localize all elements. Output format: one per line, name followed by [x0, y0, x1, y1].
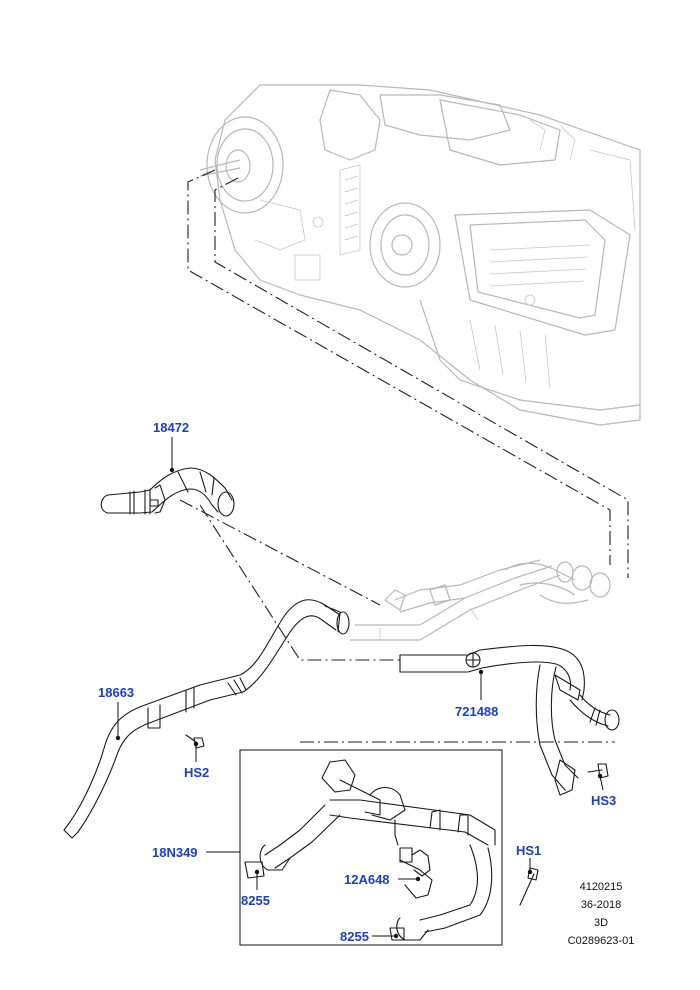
- reference-line-4: C0289623-01: [568, 935, 635, 947]
- bolt-hs1-drawing: [519, 867, 539, 906]
- reference-line-2: 36-2018: [581, 899, 621, 911]
- reference-line-1: 4120215: [580, 881, 623, 893]
- bolt-hs2-drawing: [185, 734, 205, 749]
- assembly-lines: [179, 169, 629, 743]
- reference-block: 4120215 36-2018 3D C0289623-01: [568, 881, 635, 947]
- reference-line-3: 3D: [594, 917, 608, 929]
- callout-hs3: HS3: [591, 793, 616, 808]
- hvac-housing-illustration: [199, 84, 641, 426]
- callout-721488: 721488: [455, 704, 498, 719]
- callout-hs2: HS2: [184, 765, 209, 780]
- callout-18n349: 18N349: [152, 845, 198, 860]
- callout-12a648: 12A648: [344, 872, 390, 887]
- hose-18472-drawing: [100, 467, 235, 517]
- heater-core-pipes-illustration: [350, 559, 611, 641]
- callout-8255-bottom: 8255: [340, 929, 369, 944]
- manifold-18n349-drawing: [244, 759, 496, 941]
- bolt-hs3-drawing: [587, 763, 609, 779]
- callout-18663: 18663: [98, 685, 134, 700]
- callout-hs1: HS1: [516, 843, 541, 858]
- hose-721488-drawing: [399, 644, 620, 796]
- callout-8255-left: 8255: [241, 893, 270, 908]
- detail-box: [239, 749, 503, 946]
- leader-lines: [115, 437, 604, 939]
- sensor-12a648-drawing: [399, 847, 431, 877]
- callout-18472: 18472: [153, 420, 189, 435]
- hose-18663-drawing: [63, 599, 350, 839]
